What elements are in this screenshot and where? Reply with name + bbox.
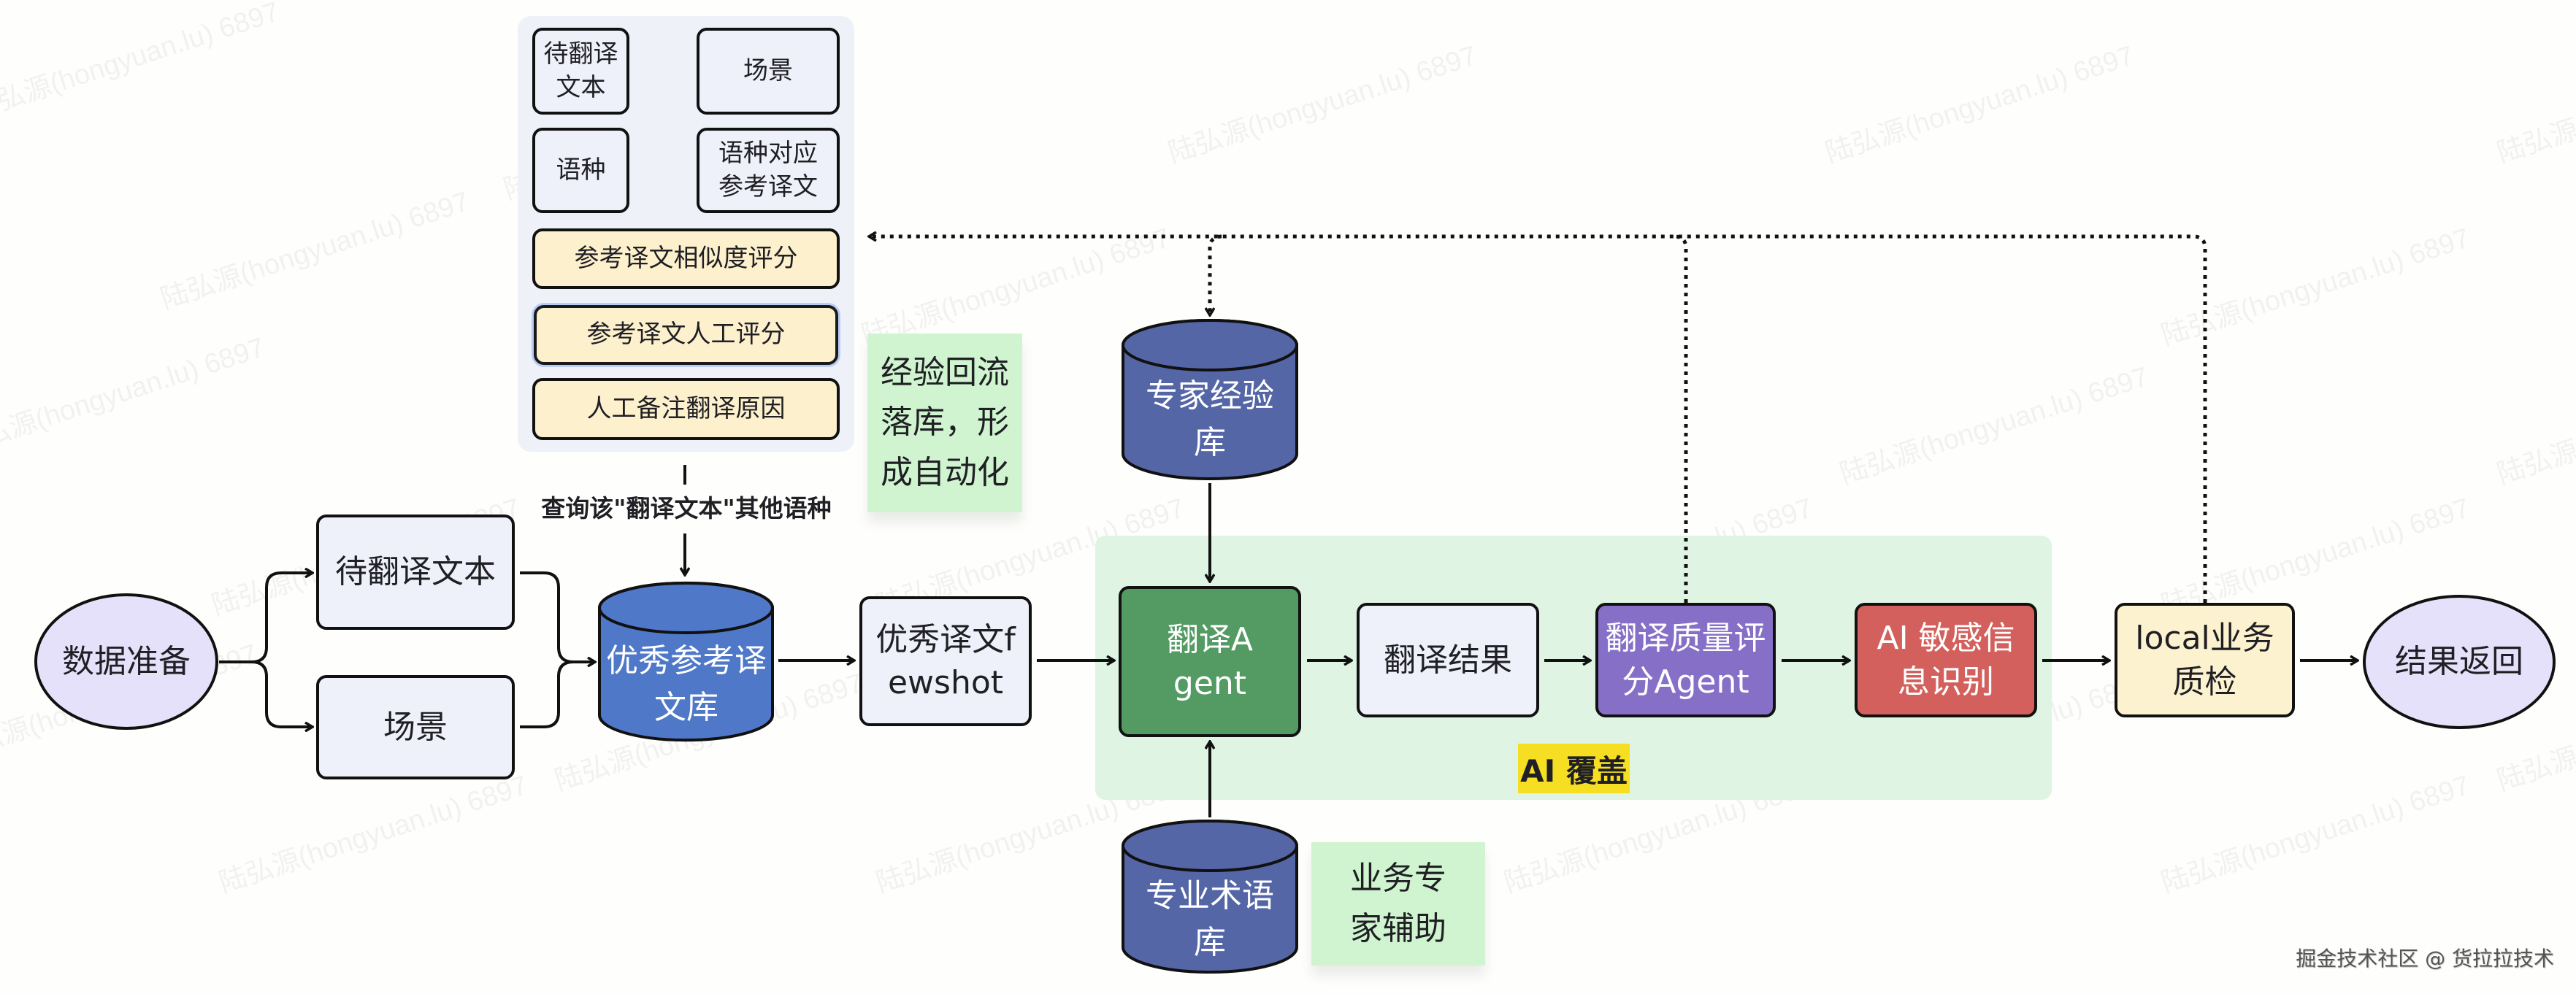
connector-split	[251, 660, 313, 727]
panel-score-note-reason[interactable]: 人工备注翻译原因	[532, 378, 840, 440]
ref-library-label[interactable]: 优秀参考译文库	[606, 642, 767, 726]
panel-score-similarity[interactable]: 参考译文相似度评分	[532, 228, 840, 289]
scene-node[interactable]: 场景	[316, 675, 515, 779]
connector-split	[219, 573, 313, 663]
translate-result-node[interactable]: 翻译结果	[1357, 603, 1539, 717]
panel-field-source-text[interactable]: 待翻译文本	[532, 28, 629, 115]
ai-coverage-label: AI 覆盖	[1518, 744, 1630, 793]
footer-credit: 掘金技术社区 @ 货拉拉技术	[2296, 947, 2554, 971]
note-experience-feedback: 经验回流落库，形成自动化	[867, 334, 1022, 512]
sensitive-detect-node[interactable]: AI 敏感信息识别	[1855, 603, 2037, 717]
local-qc-node[interactable]: local业务质检	[2115, 603, 2295, 717]
panel-score-manual[interactable]: 参考译文人工评分	[534, 305, 838, 365]
cylinder-expert-db-top	[1122, 319, 1298, 371]
query-other-languages-label: 查询该"翻译文本"其他语种	[541, 494, 832, 523]
translate-agent-node[interactable]: 翻译Agent	[1119, 586, 1301, 737]
feedback-line-expert	[1210, 234, 1222, 315]
cylinder-term-db-top	[1122, 820, 1298, 872]
panel-field-language-reference[interactable]: 语种对应参考译文	[697, 128, 840, 213]
feedback-line-top	[869, 236, 2207, 603]
cylinder-ref-library-top	[598, 582, 774, 634]
fewshot-node[interactable]: 优秀译文fewshot	[859, 596, 1032, 726]
connector-merge	[520, 571, 595, 662]
result-return-node[interactable]: 结果返回	[2363, 595, 2556, 729]
panel-field-scene[interactable]: 场景	[697, 28, 840, 115]
source-text-node[interactable]: 待翻译文本	[316, 515, 515, 630]
term-db-label[interactable]: 专业术语库	[1146, 877, 1274, 961]
feedback-line-quality	[1674, 234, 1688, 603]
quality-agent-node[interactable]: 翻译质量评分Agent	[1595, 603, 1776, 717]
connector-merge	[520, 660, 574, 728]
note-expert-assist: 业务专家辅助	[1311, 842, 1485, 966]
data-prep-node[interactable]: 数据准备	[34, 593, 218, 730]
panel-field-language[interactable]: 语种	[532, 128, 629, 213]
expert-db-label[interactable]: 专家经验库	[1146, 377, 1274, 461]
